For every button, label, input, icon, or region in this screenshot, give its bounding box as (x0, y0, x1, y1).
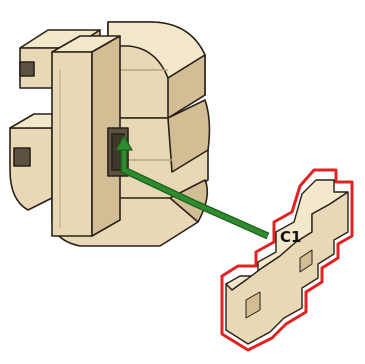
piece-label: C1 (280, 228, 301, 246)
assembly-icon (9, 21, 211, 247)
lower-left-block (9, 113, 77, 211)
piece-c1-icon: C1 (220, 168, 354, 352)
insertion-arrow-icon (114, 134, 270, 240)
top-right-block (107, 21, 206, 119)
central-vertical-block (51, 35, 121, 237)
